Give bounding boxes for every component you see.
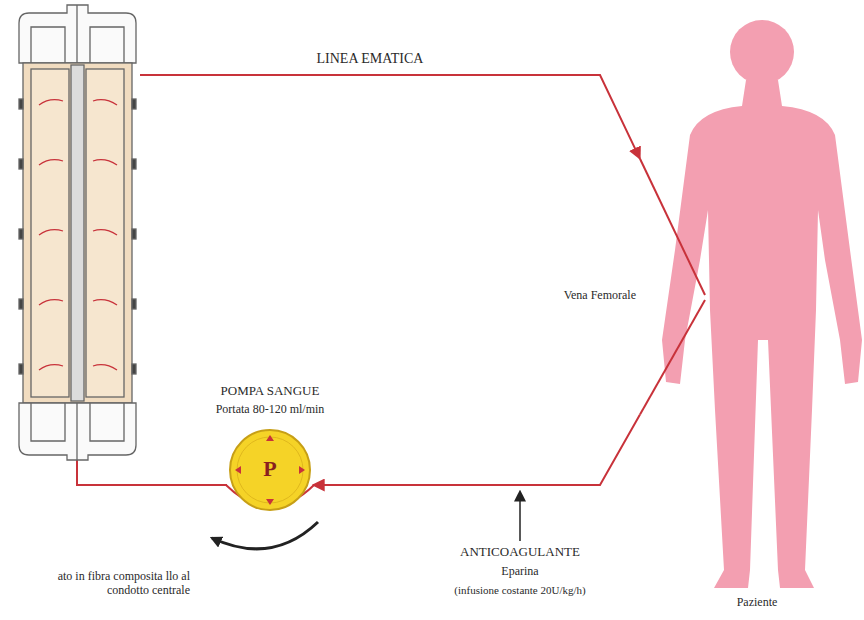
blood-pump: PPOMPA SANGUEPortata 80-120 ml/min (228, 428, 312, 512)
anticoagulant-title: ANTICOAGULANTE (370, 545, 670, 560)
pump-title: POMPA SANGUE (148, 384, 392, 399)
rotation-arrow (212, 522, 318, 549)
vein-label: Vena Femorale (552, 289, 636, 303)
blood-line (77, 460, 227, 485)
patient-silhouette (640, 10, 864, 595)
patient-label: Paziente (722, 596, 792, 610)
filter-caption: ato in fibra composita llo al condotto c… (55, 570, 190, 598)
blood-line (140, 75, 640, 159)
infusion-arrow (519, 492, 521, 541)
patient-figure: Vena FemoralePaziente (640, 10, 864, 595)
blood-line (313, 415, 640, 485)
pump-symbol: P (228, 456, 312, 481)
line-label: LINEA EMATICA (260, 51, 480, 67)
anticoagulant-drug: Eparina (370, 565, 670, 579)
anticoagulant-dose: (infusione costante 20U/kg/h) (370, 584, 670, 597)
hemofilter-drawing (15, 5, 140, 460)
hemofilter: ato in fibra composita llo al condotto c… (15, 5, 140, 460)
pump-flow-rate: Portata 80-120 ml/min (148, 403, 392, 417)
